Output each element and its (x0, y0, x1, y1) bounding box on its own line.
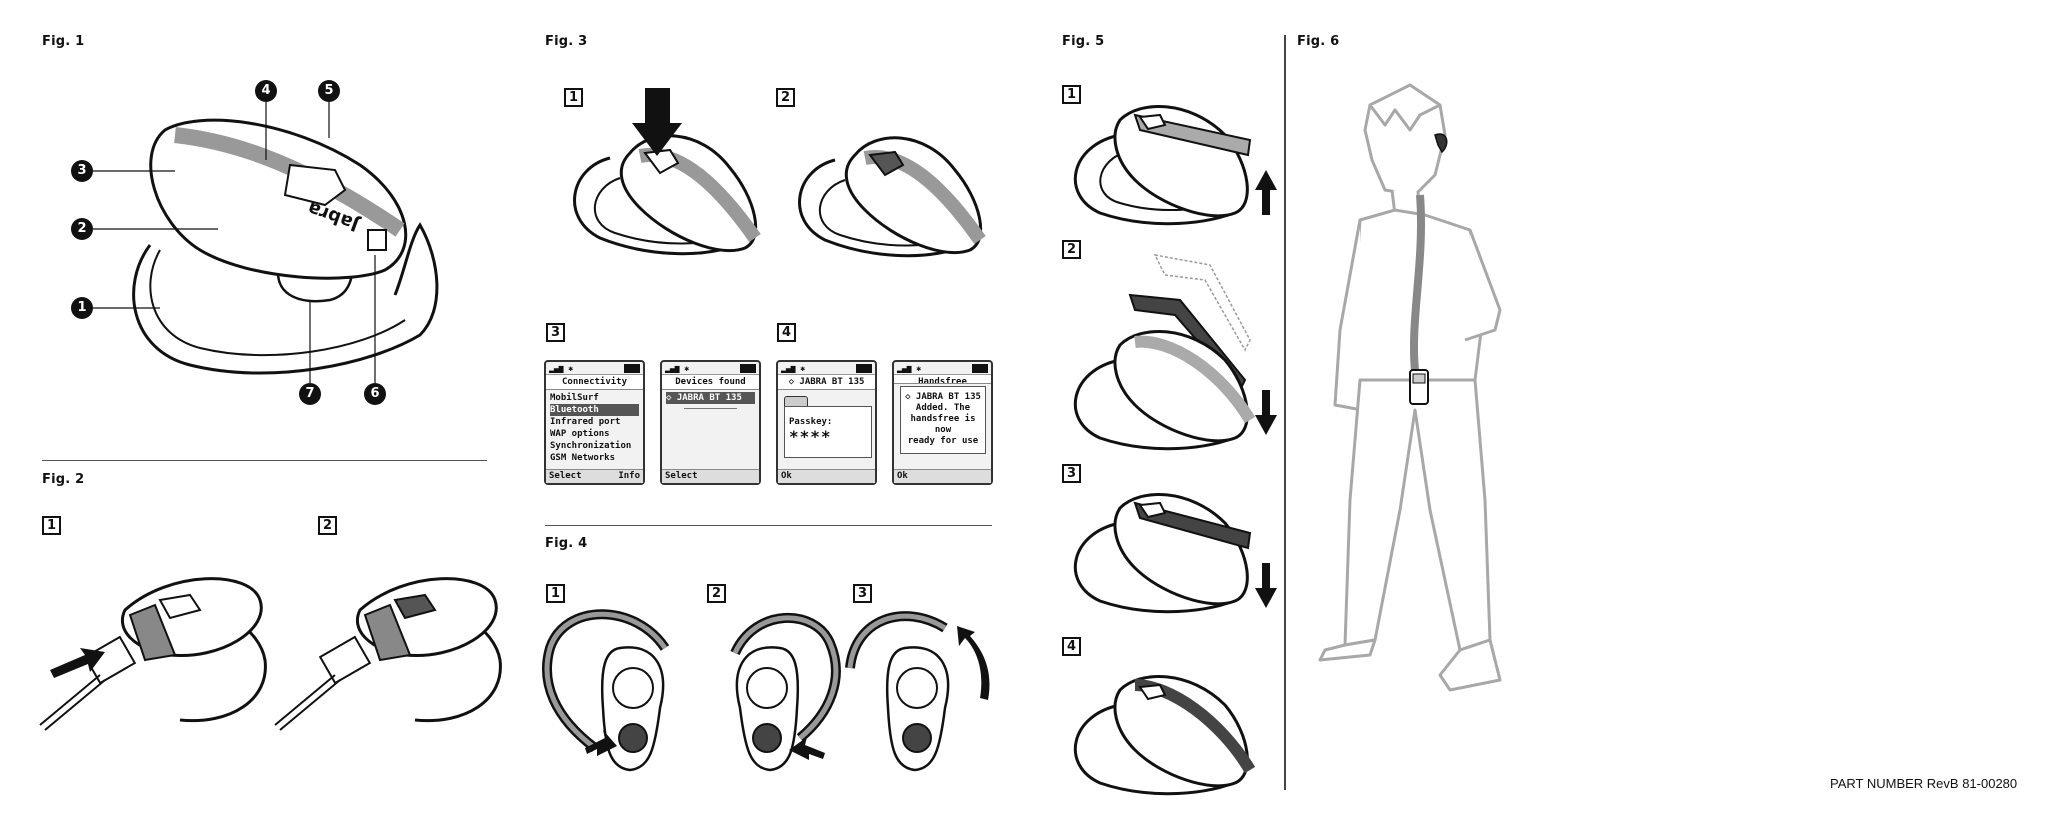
screen-title: Handsfree (894, 375, 991, 384)
fig2-step-1: 1 (42, 516, 61, 535)
passkey-label: Passkey: (789, 417, 833, 427)
fig4-step-1: 1 (546, 584, 565, 603)
charging-step1-illustration (39, 577, 267, 731)
fig6-label: Fig. 6 (1297, 34, 1340, 49)
divider-fig5-fig6 (1284, 35, 1286, 790)
message-line: Added. The (915, 403, 971, 413)
signal-icon: ▂▄▆ ✱ (781, 364, 806, 373)
fig5-step-2: 2 (1062, 240, 1081, 259)
battery-icon (972, 364, 988, 373)
softkey-left[interactable]: Select (665, 471, 698, 481)
divider (684, 408, 737, 409)
fig1-label: Fig. 1 (42, 34, 85, 49)
device-item-selected[interactable]: ◇ JABRA BT 135 (666, 392, 755, 404)
phone-screen-handsfree-added: ▂▄▆ ✱ Handsfree ◇ JABRA BT 135 Added. Th… (892, 360, 993, 485)
callout-1: 1 (71, 297, 93, 319)
callout-5: 5 (318, 80, 340, 102)
fig3-label: Fig. 3 (545, 34, 588, 49)
callout-7: 7 (299, 383, 321, 405)
battery-icon (740, 364, 756, 373)
message-line: ready for use (907, 436, 979, 446)
callout-6: 6 (364, 383, 386, 405)
callout-leader-lines (93, 102, 376, 383)
battery-icon (624, 364, 640, 373)
screen-title: Devices found (662, 375, 759, 390)
softkey-left[interactable]: Ok (897, 471, 908, 481)
divider-fig1-fig2 (42, 460, 487, 461)
person-wearing-headset-illustration (1318, 83, 1502, 692)
menu-item[interactable]: GSM Networks (550, 453, 616, 463)
softkey-left[interactable]: Select (549, 471, 582, 481)
softkey-right[interactable]: Info (618, 471, 640, 481)
passkey-input[interactable]: **** (789, 427, 832, 446)
fig3-step-1: 1 (564, 88, 583, 107)
signal-icon: ▂▄▆ ✱ (897, 364, 922, 373)
divider-fig3-fig4 (545, 525, 992, 526)
earhook-step2-illustration (730, 612, 841, 772)
confirmation-dialog: ◇ JABRA BT 135 Added. The handsfree is n… (900, 386, 986, 454)
earhook-swap-step1-illustration (1073, 105, 1277, 226)
screen-title: ◇ JABRA BT 135 (778, 375, 875, 390)
earhook-swap-step2-illustration (1073, 253, 1277, 451)
fig2-step-2: 2 (318, 516, 337, 535)
power-on-step2-illustration (798, 136, 986, 258)
menu-item-selected[interactable]: Bluetooth (550, 404, 639, 416)
fig2-label: Fig. 2 (42, 472, 85, 487)
menu-item[interactable]: WAP options (550, 429, 610, 439)
phone-screen-connectivity: ▂▄▆ ✱ Connectivity MobilSurf Bluetooth I… (544, 360, 645, 485)
screen-title: Connectivity (546, 375, 643, 390)
callout-2: 2 (71, 218, 93, 240)
fig5-step-1: 1 (1062, 85, 1081, 104)
passkey-dialog: Passkey: **** (784, 406, 872, 458)
menu-item[interactable]: Synchronization (550, 441, 632, 451)
earhook-step3-illustration (845, 611, 990, 772)
fig3-step-2: 2 (776, 88, 795, 107)
message-line: handsfree is now (910, 414, 976, 435)
fig5-label: Fig. 5 (1062, 34, 1105, 49)
fig4-step-2: 2 (707, 584, 726, 603)
softkey-left[interactable]: Ok (781, 471, 792, 481)
signal-icon: ▂▄▆ ✱ (665, 364, 690, 373)
power-on-step1-illustration (573, 88, 761, 256)
signal-icon: ▂▄▆ ✱ (549, 364, 574, 373)
menu-item[interactable]: Infrared port (550, 417, 621, 427)
fig3-step-4: 4 (777, 323, 796, 342)
headset-overview-illustration: Jabra (132, 118, 439, 375)
callout-4: 4 (255, 80, 277, 102)
fig5-step-3: 3 (1062, 464, 1081, 483)
message-line: ◇ JABRA BT 135 (905, 392, 981, 402)
menu-item[interactable]: MobilSurf (550, 393, 599, 403)
part-number: PART NUMBER RevB 81-00280 (1830, 776, 2018, 791)
fig5-step-4: 4 (1062, 637, 1081, 656)
earhook-step1-illustration (542, 609, 670, 772)
earhook-swap-step4-illustration (1073, 675, 1256, 796)
earhook-swap-step3-illustration (1073, 493, 1277, 614)
fig4-label: Fig. 4 (545, 536, 588, 551)
callout-3: 3 (71, 160, 93, 182)
phone-screen-passkey: ▂▄▆ ✱ ◇ JABRA BT 135 Passkey: **** Ok (776, 360, 877, 485)
fig3-step-3: 3 (546, 323, 565, 342)
battery-icon (856, 364, 872, 373)
phone-screen-devices-found: ▂▄▆ ✱ Devices found ◇ JABRA BT 135 Selec… (660, 360, 761, 485)
charging-step2-illustration (274, 577, 502, 731)
fig4-step-3: 3 (853, 584, 872, 603)
